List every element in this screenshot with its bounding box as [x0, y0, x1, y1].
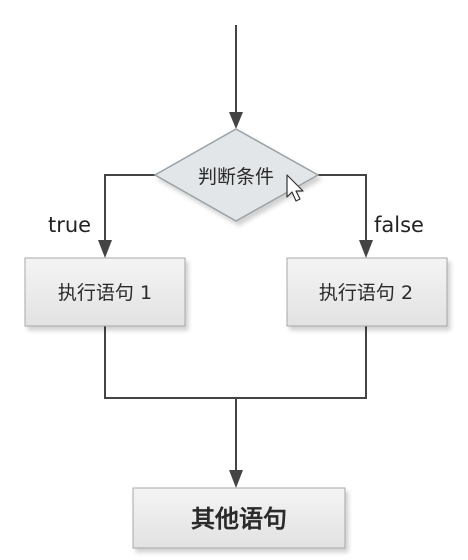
false-arrowhead [359, 240, 373, 258]
true-branch-line [104, 174, 155, 240]
false-branch-line [318, 174, 367, 240]
statement2-box [286, 257, 448, 327]
decision-diamond [153, 128, 320, 222]
mouse-cursor-icon [286, 174, 304, 202]
other-statement-box [132, 487, 346, 549]
statement1-label: 执行语句 1 [58, 282, 152, 304]
true-arrowhead [98, 240, 112, 258]
statement1-box [24, 257, 186, 327]
branch-true-label: true [48, 213, 91, 237]
statement2-node: 执行语句 2 [286, 257, 448, 327]
other-statement-label: 其他语句 [191, 505, 287, 533]
entry-arrowhead [229, 112, 243, 129]
condition-label: 判断条件 [198, 166, 274, 188]
exit-arrowhead [229, 470, 243, 488]
decision-node: 判断条件 [153, 128, 320, 222]
arrowheads [98, 112, 373, 488]
statement1-node: 执行语句 1 [24, 257, 186, 327]
statement2-label: 执行语句 2 [319, 282, 413, 304]
merge-line [104, 326, 367, 399]
branch-false-label: false [374, 213, 424, 237]
connector-lines [104, 25, 367, 470]
other-statement-node: 其他语句 [132, 487, 346, 549]
